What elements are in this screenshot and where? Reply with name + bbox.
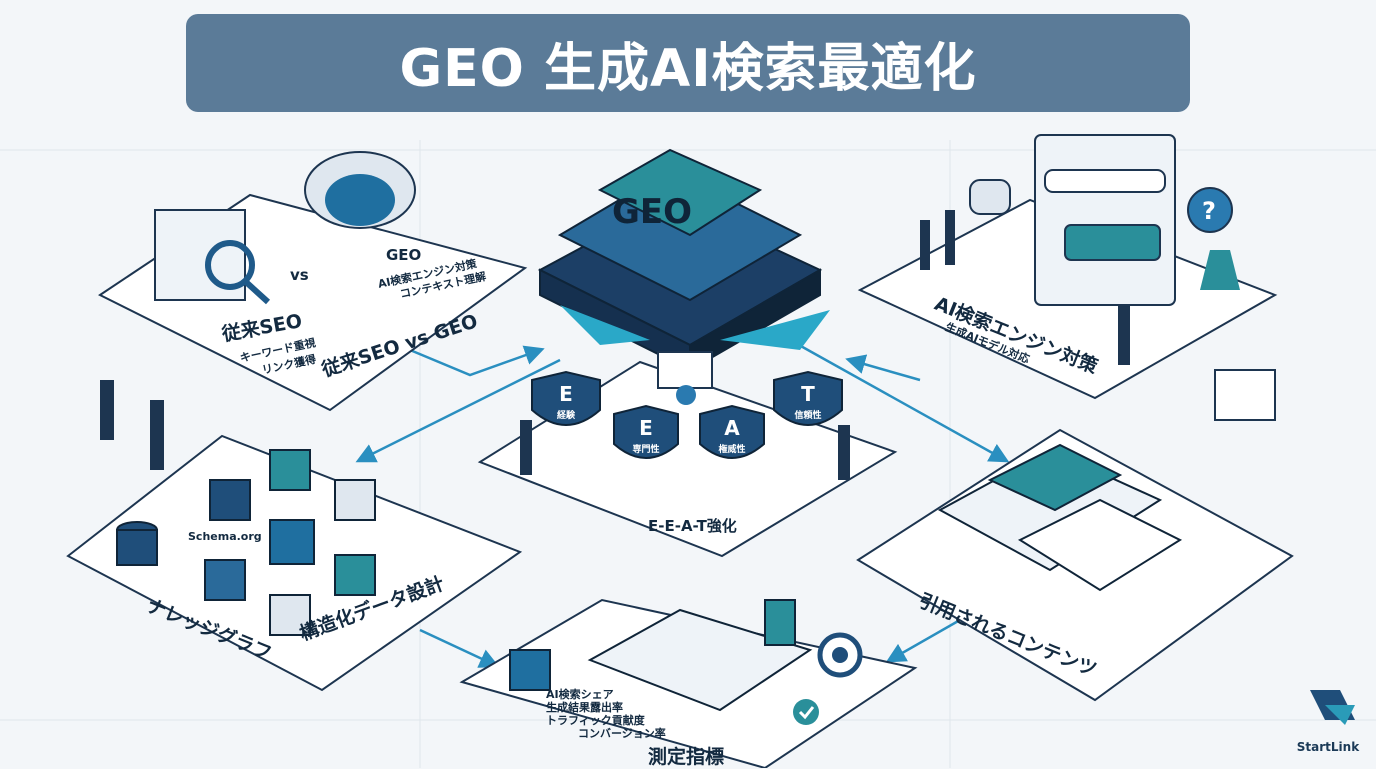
data-cube	[334, 554, 376, 596]
bar-chart-icon	[764, 599, 796, 646]
schema-label: Schema.org	[188, 530, 262, 543]
bar-chart-icon	[509, 649, 551, 691]
certificate-icon	[657, 351, 713, 405]
geo-center-label: GEO	[612, 192, 693, 232]
shield-label: 経験	[556, 411, 575, 421]
vs-label: vs	[290, 266, 309, 284]
book-icon	[1214, 369, 1276, 421]
shield-letter: T	[801, 382, 815, 406]
arrow-structured-to-metrics	[419, 628, 500, 668]
arrow-engine-to-geo	[845, 354, 921, 382]
arrow-geo-to-structured	[355, 358, 561, 463]
browser-window-icon	[1034, 134, 1176, 306]
shield-icon	[699, 404, 765, 459]
metric-item: トラフィック貢献度	[546, 714, 645, 727]
data-cube	[269, 519, 315, 565]
question-bubble-icon: ?	[1187, 187, 1233, 233]
up-arrows-icon	[1200, 250, 1240, 290]
svg-text:?: ?	[1202, 197, 1216, 225]
shield-icon	[613, 404, 679, 459]
page-title: GEO 生成AI検索最適化	[186, 14, 1190, 112]
startlink-logo: StartLink	[1292, 738, 1364, 754]
dashboard-screen	[587, 608, 813, 712]
shield-icon	[531, 370, 601, 426]
arrow-content-to-metrics	[885, 618, 961, 663]
shield-letter: E	[639, 416, 653, 440]
target-icon	[817, 632, 863, 678]
check-icon	[793, 699, 819, 725]
data-cube	[269, 594, 311, 636]
brain-cloud-icon	[304, 151, 416, 229]
data-cube	[204, 559, 246, 601]
data-cube	[269, 449, 311, 491]
shield-letter: E	[559, 382, 573, 406]
people-figures	[100, 210, 1130, 480]
magnifier-icon	[205, 240, 271, 305]
shield-label: 信頼性	[794, 411, 822, 421]
shield-label: 専門性	[632, 445, 660, 455]
arrow-geo-to-content	[789, 338, 1010, 463]
metric-item: コンバージョン率	[578, 727, 666, 740]
metric-item: 生成結果露出率	[546, 701, 623, 714]
shield-label: 権威性	[718, 445, 746, 455]
geo-cube-stack	[537, 148, 830, 372]
metric-item: AI検索シェア	[546, 688, 614, 701]
geo-title: GEO	[386, 246, 422, 264]
robot-icon	[969, 179, 1011, 215]
shield-icon	[773, 370, 843, 426]
shield-letter: A	[724, 416, 740, 440]
data-cube	[209, 479, 251, 521]
data-cube	[334, 479, 376, 521]
startlink-logo	[1310, 690, 1355, 725]
logo-text: StartLink	[1296, 740, 1360, 754]
arrow-seo-to-geo	[409, 345, 545, 377]
metrics-title: 測定指標	[648, 746, 725, 768]
eeat-title: E-E-A-T強化	[648, 517, 737, 535]
